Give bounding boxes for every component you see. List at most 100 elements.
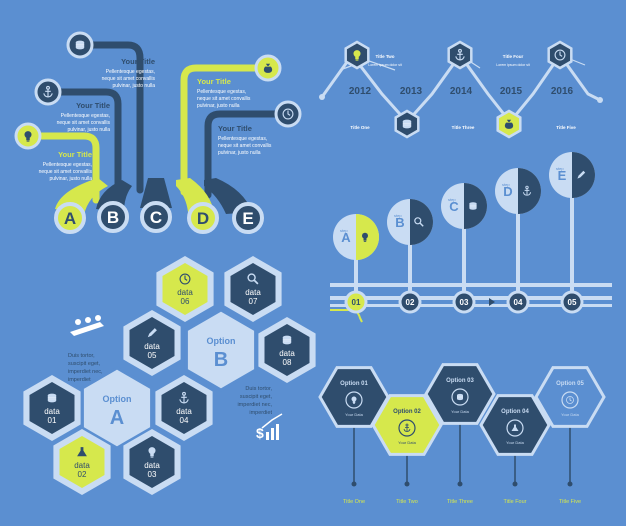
svg-text:Lorem ipsum dolor sit: Lorem ipsum dolor sit [496, 63, 529, 67]
option-bottom-title-4: Title Four [503, 499, 526, 505]
tree-title-4: Your Title [197, 77, 231, 86]
leaf-c [140, 178, 172, 208]
step-letter-c: C [449, 199, 459, 214]
step-coins-icon [469, 202, 477, 210]
hex-data-word-1: data [44, 407, 60, 416]
step-label-2: step [394, 213, 402, 218]
hex-data-word-4: data [176, 407, 192, 416]
hex-option-a-letter: A [110, 407, 124, 429]
timeline-year-2016: 2016 [551, 86, 574, 97]
hex-data-word-3: data [144, 461, 160, 470]
svg-text:Pellentesque egestas,: Pellentesque egestas, [43, 162, 92, 168]
step-stem-2 [408, 244, 412, 294]
step-number-circle-01 [344, 290, 368, 314]
option-dot-2 [404, 481, 410, 487]
hex-data-num-3: 03 [148, 470, 157, 479]
svg-text:imperdiet nec,: imperdiet nec, [68, 369, 103, 375]
hex-inner-5 [129, 317, 175, 369]
tree-letter-c: C [150, 208, 162, 227]
step-number-circle-03 [452, 290, 476, 314]
hex-data-num-8: 08 [283, 358, 292, 367]
step-half-5 [572, 152, 595, 198]
step-number-02: 02 [406, 298, 415, 307]
step-label-5: step [556, 166, 564, 171]
svg-text:neque sit amet convallis: neque sit amet convallis [197, 96, 251, 102]
step-number-circle-04 [506, 290, 530, 314]
hex-inner-7 [230, 263, 276, 315]
step-letter-a: A [341, 230, 351, 245]
timeline-year-2014: 2014 [450, 86, 473, 97]
hex-inner-8 [264, 324, 310, 376]
hex-data-num-4: 04 [180, 416, 189, 425]
step-stem-5 [570, 197, 574, 294]
tree-title-2: Your Title [76, 101, 110, 110]
hex-inner-4 [161, 382, 207, 434]
growth-chart-icon: $ [256, 413, 283, 441]
timeline-title-four: Title Four [503, 54, 524, 59]
timeline-year-2013: 2013 [400, 86, 423, 97]
hex-coins-icon-1 [47, 393, 57, 403]
svg-text:imperdiet: imperdiet [249, 410, 272, 416]
timeline-title-three: Title Three [452, 125, 475, 130]
hex-option-a-word: Option [103, 394, 132, 404]
branch-3 [26, 132, 100, 204]
hex-option-b [184, 308, 258, 392]
hex-inner-1 [29, 382, 75, 434]
option-bottom-title-2: Title Two [396, 499, 418, 505]
timeline-year-2012: 2012 [349, 86, 372, 97]
people-icon [70, 315, 104, 336]
svg-text:neque sit amet convallis: neque sit amet convallis [39, 169, 93, 175]
option-sub-1: Your Data [345, 412, 363, 417]
svg-text:pulvinar, justo nulla: pulvinar, justo nulla [67, 127, 110, 133]
tree-title-1: Your Title [121, 57, 155, 66]
hex-data-num-6: 06 [181, 297, 190, 306]
option-title-4: Option 04 [501, 409, 529, 415]
timeline-coins-icon [402, 119, 412, 129]
step-half-2 [410, 199, 433, 245]
tree-title-5: Your Title [218, 124, 252, 133]
svg-text:pulvinar, justo nulla: pulvinar, justo nulla [218, 150, 261, 156]
tree-letter-b: B [107, 208, 119, 227]
hex-option-b-word: Option [207, 336, 236, 346]
hex-data-word-8: data [279, 349, 295, 358]
hex-data-word-5: data [144, 342, 160, 351]
tree-letter-a: A [64, 209, 76, 228]
step-number-01: 01 [352, 298, 361, 307]
option-hex-5 [534, 366, 606, 428]
option-dot-5 [567, 481, 573, 487]
hex-data-word-2: data [74, 461, 90, 470]
hex-option-b-letter: B [214, 349, 228, 371]
option-dot-1 [351, 481, 357, 487]
step-stem-4 [516, 213, 520, 294]
svg-text:pulvinar, justo nulla: pulvinar, justo nulla [197, 103, 240, 109]
step-letter-d: D [503, 184, 512, 199]
svg-text:suscipit eget,: suscipit eget, [240, 394, 273, 400]
step-letter-b: B [395, 215, 404, 230]
tree-letter-circle-b [97, 201, 129, 233]
hex-data-num-1: 01 [48, 416, 57, 425]
svg-text:Pellentesque egestas,: Pellentesque egestas, [61, 113, 110, 119]
tree-title-3: Your Title [58, 150, 92, 159]
timeline-year-2015: 2015 [500, 86, 523, 97]
option-coins-icon [456, 393, 464, 401]
svg-text:pulvinar, justo nulla: pulvinar, justo nulla [49, 176, 92, 182]
branch-1 [78, 41, 144, 194]
option-bottom-title-1: Title One [343, 499, 365, 505]
step-half-4 [518, 168, 541, 214]
svg-text:Duis tortor,: Duis tortor, [68, 353, 95, 359]
step-label-3: step [448, 197, 456, 202]
option-sub-4: Your Data [506, 440, 524, 445]
hex-data-word-7: data [245, 288, 261, 297]
svg-text:imperdiet: imperdiet [68, 377, 91, 383]
option-sub-2: Your Data [398, 440, 416, 445]
svg-text:neque sit amet convallis: neque sit amet convallis [102, 76, 156, 82]
svg-text:suscipit eget,: suscipit eget, [68, 361, 101, 367]
branch-5 [204, 110, 290, 199]
hex-coins-icon-8 [282, 335, 292, 345]
